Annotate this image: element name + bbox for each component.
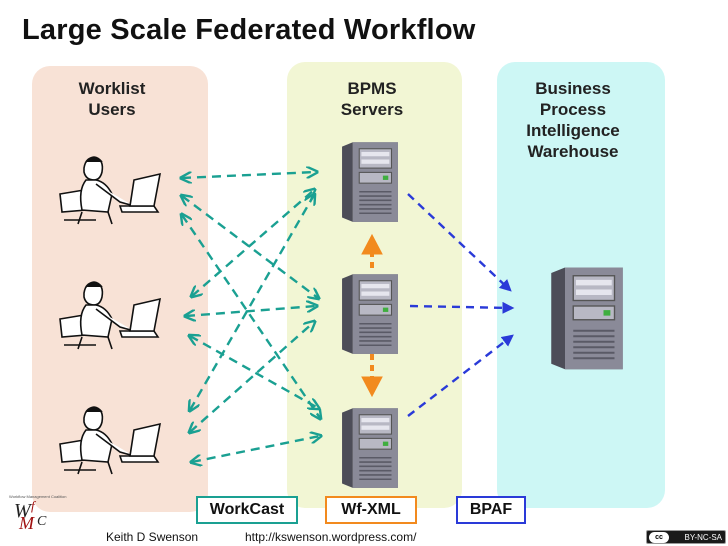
bpi-label-line4: Warehouse [527,142,619,161]
bpi-label-line2: Process [539,100,607,119]
wfmc-logo-caption: Workflow Management Coalition [9,494,67,499]
worklist-user-2 [59,281,161,350]
bpms-servers-label-line2: Servers [340,100,404,119]
workcast-badge: WorkCast [196,496,298,524]
worklist-users-label-line2: Users [88,100,136,119]
wfmc-logo: Workflow Management Coalition W f M C [9,494,67,540]
cc-license-text: BY-NC-SA [684,533,723,542]
bpaf-badge: BPAF [456,496,526,524]
worklist-users-label-line1: Worklist [78,79,146,98]
bpi-label-line3: Intelligence [526,121,620,140]
wfmc-logo-c: C [37,514,47,529]
bpms-servers-label: BPMS Servers [318,78,426,120]
wfmc-logo-f: f [31,498,35,513]
page-title: Large Scale Federated Workflow [22,14,476,46]
bpi-label-line1: Business [535,79,611,98]
bpms-server-1 [341,141,399,223]
bpms-server-3 [341,407,399,489]
wfmc-logo-m: M [19,513,34,533]
wfxml-badge: Wf-XML [325,496,417,524]
footer-url[interactable]: http://kswenson.wordpress.com/ [245,530,417,544]
wfmc-logo-w: W [14,500,31,522]
workcast-arrows [182,172,320,462]
bpi-warehouse-server [549,266,625,371]
cc-license-badge[interactable]: cc BY-NC-SA [646,530,726,544]
bpaf-arrows [407,193,515,417]
worklist-users-label: Worklist Users [58,78,166,120]
bpms-server-2 [341,273,399,355]
footer-author: Keith D Swenson [106,530,199,544]
worklist-user-3 [59,406,161,475]
wfxml-arrows [361,233,383,398]
bpms-servers-label-line1: BPMS [347,79,397,98]
cc-icon: cc [649,532,669,543]
bpi-warehouse-label: Business Process Intelligence Warehouse [503,78,643,162]
worklist-user-1 [59,156,161,225]
